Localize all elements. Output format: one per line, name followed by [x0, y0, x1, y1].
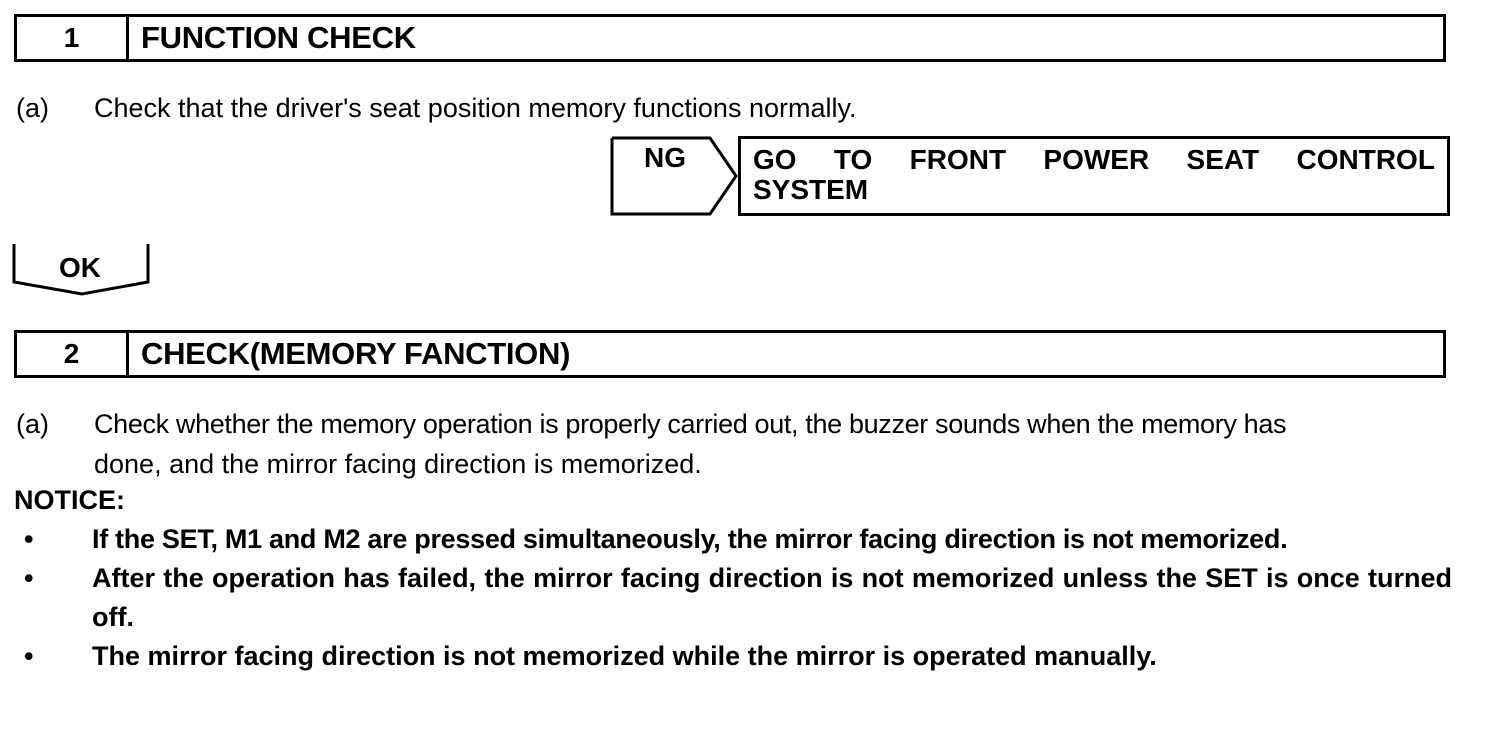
step-2-item: (a) Check whether the memory operation i… — [16, 404, 1486, 484]
ng-branch: NG GO TO FRONT POWER SEAT CONTROL SYSTEM — [610, 136, 1450, 216]
notice-bullet-text: After the operation has failed, the mirr… — [92, 563, 1452, 632]
ng-target-word: GO — [753, 144, 797, 175]
notice-bullet-item: • The mirror facing direction is not mem… — [14, 637, 1454, 676]
step-2-number: 2 — [17, 333, 129, 375]
ng-target-line-2: SYSTEM — [753, 174, 869, 205]
step-1-header: 1 FUNCTION CHECK — [14, 14, 1446, 62]
step-1-title: FUNCTION CHECK — [141, 20, 416, 55]
step-2-item-line-2: done, and the mirror facing direction is… — [94, 449, 702, 479]
ng-target-word: POWER — [1043, 144, 1150, 175]
step-2-item-label: (a) — [16, 409, 49, 439]
ok-branch: OK — [12, 244, 152, 296]
notice-bullet-list: • If the SET, M1 and M2 are pressed simu… — [14, 520, 1454, 676]
notice-bullet-item: • After the operation has failed, the mi… — [14, 559, 1454, 637]
ng-target-word: TO — [833, 144, 873, 175]
bullet-icon: • — [24, 641, 34, 671]
step-2-header: 2 CHECK(MEMORY FANCTION) — [14, 330, 1446, 378]
step-1-item-label: (a) — [16, 93, 49, 123]
step-1-item: (a) Check that the driver's seat positio… — [16, 88, 1456, 128]
ok-arrow-shape — [12, 244, 150, 296]
step-2-item-line-1: Check whether the memory operation is pr… — [94, 409, 1287, 439]
notice-bullet-text: If the SET, M1 and M2 are pressed simult… — [92, 524, 1288, 554]
ng-label: NG — [644, 142, 686, 173]
step-1-item-text: Check that the driver's seat position me… — [94, 93, 857, 123]
notice-heading: NOTICE: — [14, 485, 125, 515]
ng-target-word: FRONT — [909, 144, 1007, 175]
bullet-icon: • — [24, 524, 34, 554]
step-2-title: CHECK(MEMORY FANCTION) — [141, 336, 571, 371]
ng-arrow-shape — [610, 136, 738, 216]
notice-bullet-text: The mirror facing direction is not memor… — [92, 641, 1157, 671]
ng-target-word: SEAT — [1186, 144, 1260, 175]
ng-target-line-1: GO TO FRONT POWER SEAT CONTROL — [753, 145, 1435, 175]
ng-target-word: CONTROL — [1296, 144, 1435, 175]
ok-label: OK — [59, 252, 101, 283]
bullet-icon: • — [24, 563, 34, 593]
notice-bullet-item: • If the SET, M1 and M2 are pressed simu… — [14, 520, 1454, 559]
step-1-number: 1 — [17, 17, 129, 59]
ng-target-box: GO TO FRONT POWER SEAT CONTROL SYSTEM — [738, 136, 1450, 216]
